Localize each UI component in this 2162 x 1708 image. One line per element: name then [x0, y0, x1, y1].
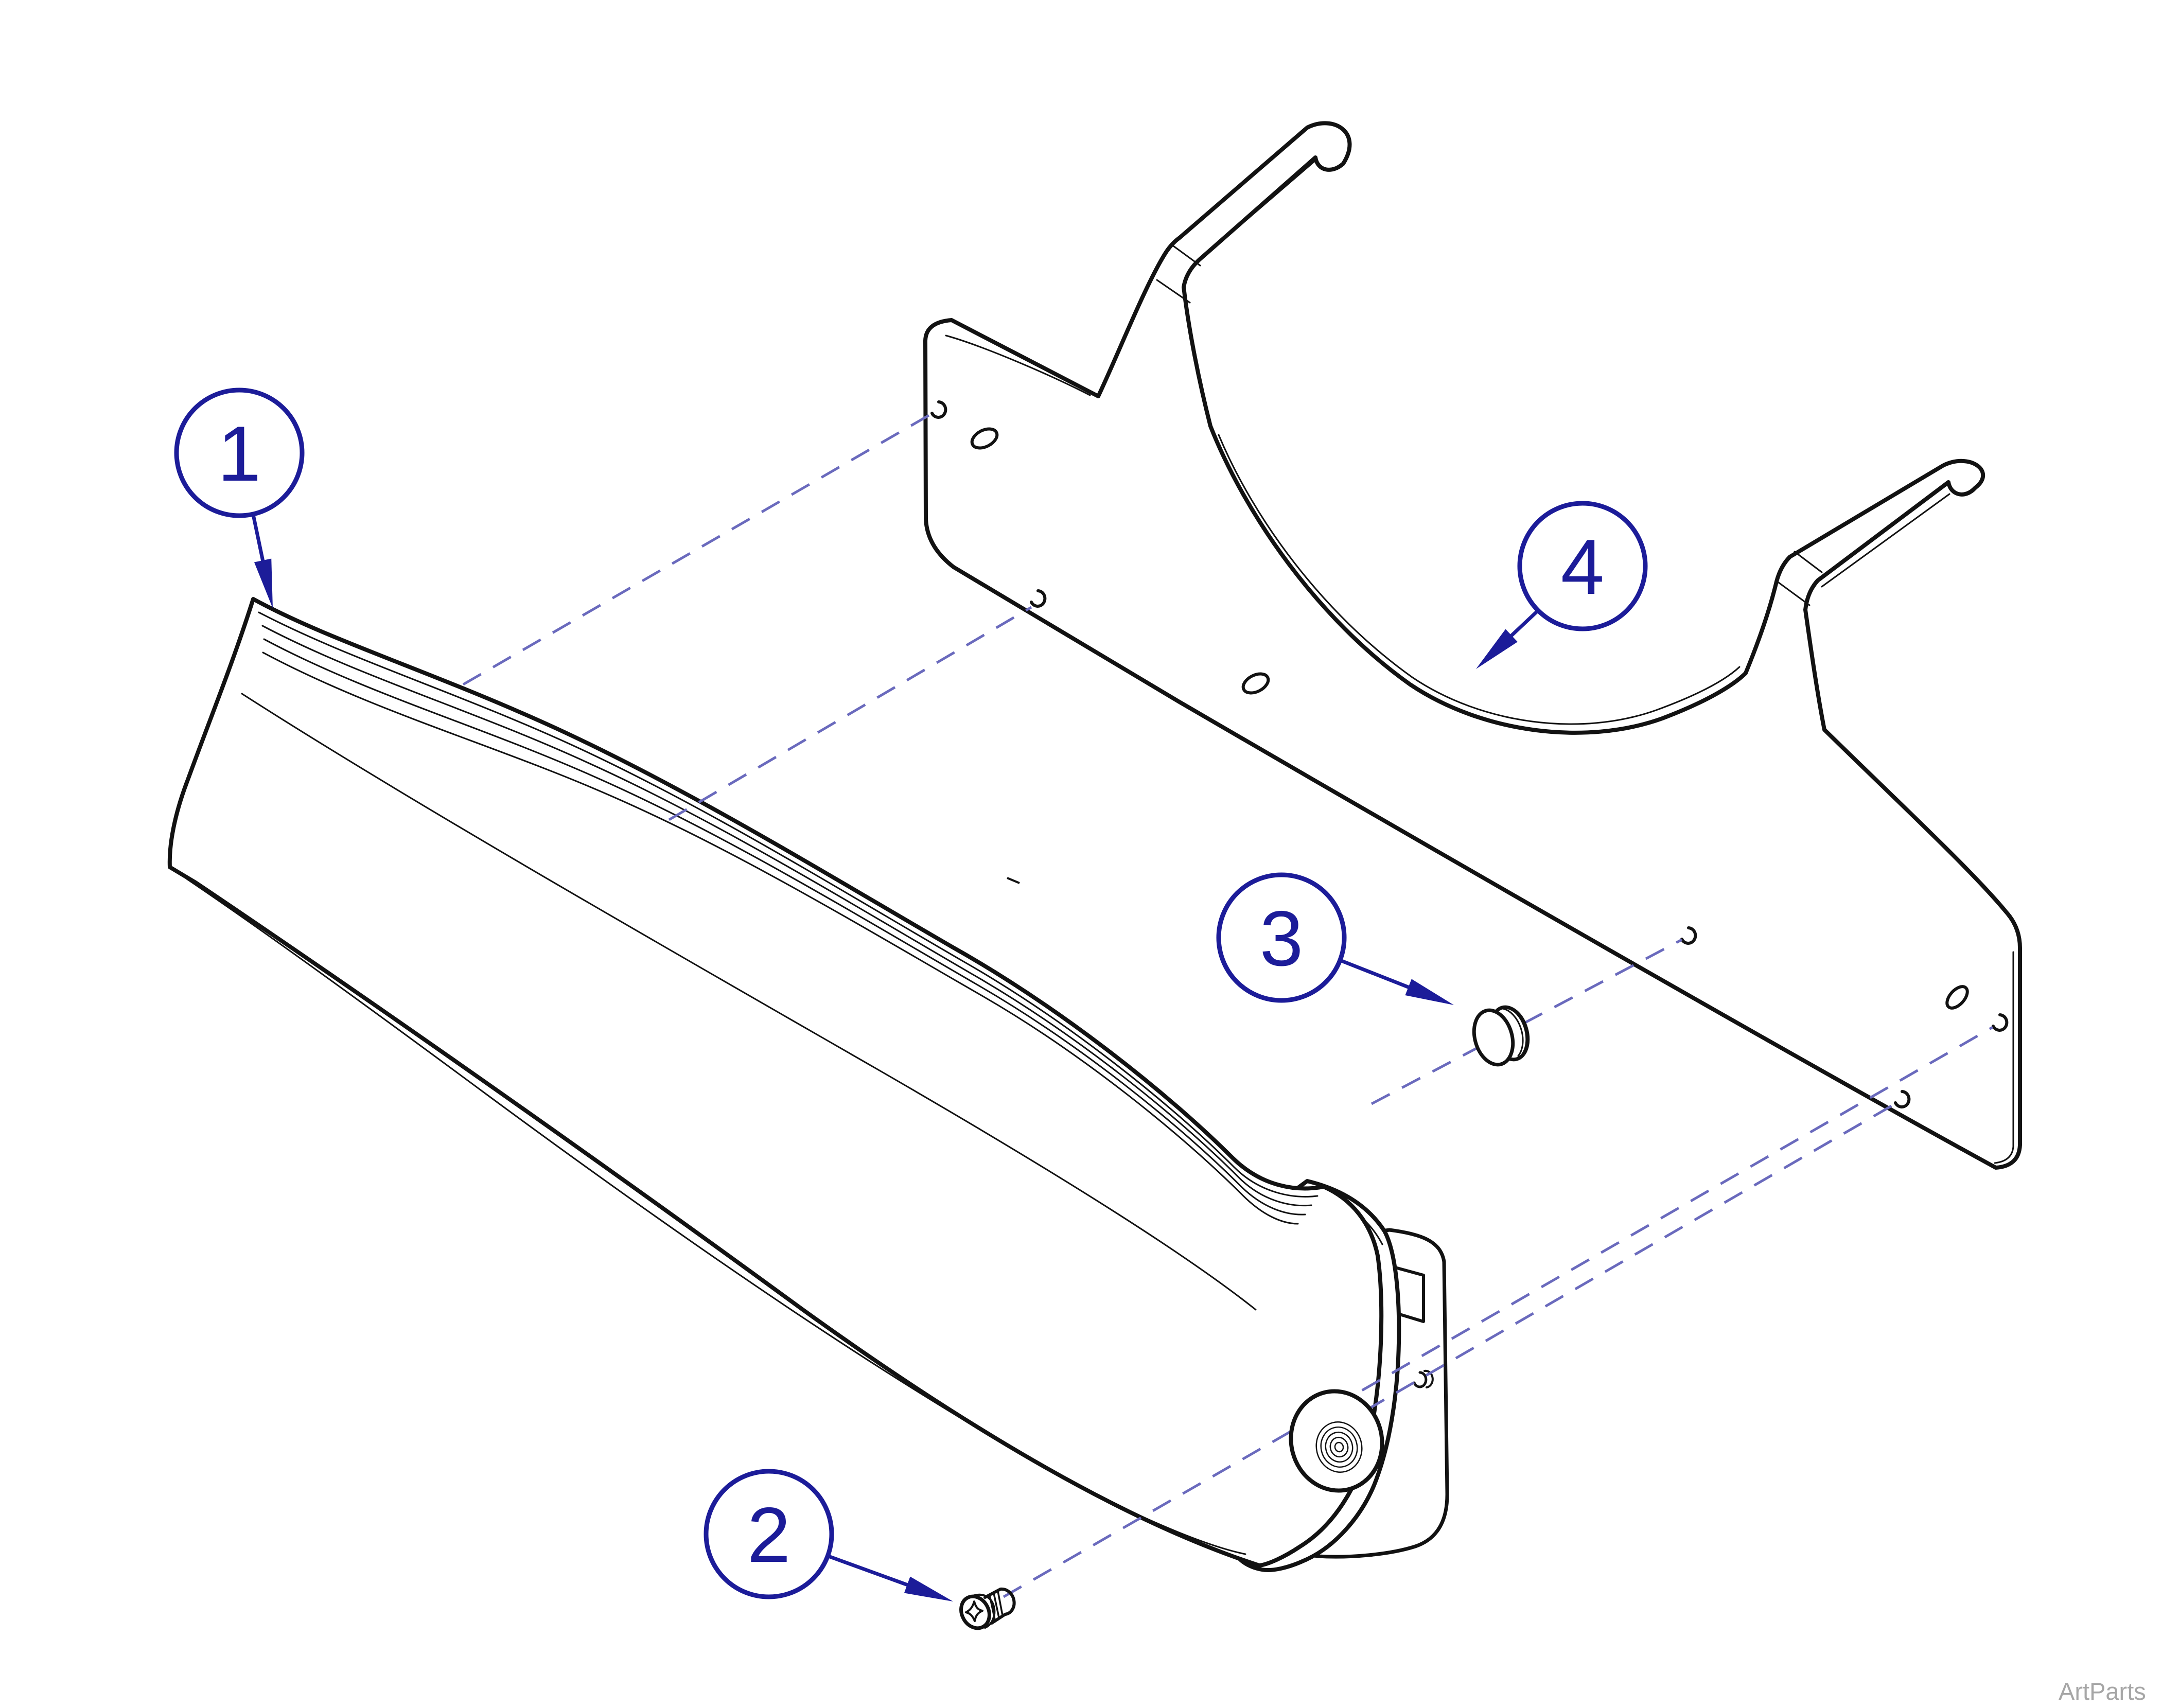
- boss-thread-ring-5: [1334, 1441, 1344, 1453]
- callout-3: 3: [1216, 872, 1454, 1005]
- boss-thread-ring-1: [1315, 1421, 1363, 1473]
- plug-rim-line-1: [1506, 1007, 1527, 1055]
- callout-1-arrowhead-icon: [254, 558, 273, 608]
- axis-lower-left: [668, 606, 1032, 821]
- axis-plug: [1370, 938, 1683, 1105]
- bracket-hole-lower-left: [1030, 589, 1047, 608]
- right-hook-bend-tick-1: [1794, 551, 1823, 573]
- callout-3-balloon: [1216, 872, 1347, 1003]
- left-hook-bend-tick-2: [1156, 279, 1191, 304]
- screw-shank-tip: [999, 1587, 1016, 1616]
- alignment-axes: [462, 412, 1994, 1598]
- pad-contour-line-1: [258, 611, 1319, 1198]
- callout-2: 2: [704, 1469, 953, 1601]
- axis-upper-left: [462, 412, 934, 686]
- boss-thread-ring-2: [1320, 1426, 1358, 1468]
- left-hook-fold-line: [1189, 160, 1316, 270]
- callout-3-leader-line: [1339, 958, 1421, 994]
- bracket-hole-upper-left: [930, 400, 947, 419]
- callout-4-arrowhead-icon: [1476, 629, 1518, 669]
- right-hook-bend-tick-2: [1778, 582, 1811, 606]
- callout-2-leader-line: [826, 1554, 920, 1591]
- callout-layer: 1 2 3 4: [174, 388, 1648, 1601]
- plug: [1472, 1005, 1530, 1067]
- bracket-slot-upper-left: [970, 427, 999, 450]
- bracket-outline: [923, 121, 2022, 1170]
- callout-4-balloon: [1517, 501, 1648, 631]
- bracket-slot-middle: [1241, 672, 1270, 695]
- screw: [959, 1587, 1016, 1630]
- callout-2-arrowhead-icon: [904, 1576, 953, 1601]
- pad-contour-line-3: [263, 638, 1306, 1216]
- armrest-pad: [167, 597, 1384, 1568]
- callout-2-number: 2: [747, 1491, 791, 1579]
- pad-seam-line: [241, 693, 1257, 1311]
- watermark-text: ArtParts: [2059, 1678, 2146, 1705]
- cap-screw-hole-rim: [1423, 1369, 1434, 1388]
- mounting-bracket: [923, 121, 2022, 1170]
- hidden-edge-tick: [1007, 877, 1020, 884]
- plug-rim-line-2: [1502, 1008, 1524, 1057]
- bracket-slot-right: [1945, 985, 1969, 1010]
- right-hook-fold-line: [1821, 493, 1950, 588]
- axis-screw: [1003, 1026, 1994, 1598]
- callout-3-arrowhead-icon: [1405, 979, 1454, 1005]
- bracket-cutout-thickness-line: [1218, 434, 1741, 725]
- pad-underfold-line: [186, 878, 1246, 1555]
- screw-head-rim: [971, 1593, 996, 1629]
- left-hook-bend-tick-1: [1172, 245, 1201, 267]
- callout-1-number: 1: [218, 410, 261, 498]
- boss-thread-ring-4: [1329, 1436, 1349, 1458]
- pad-contour-line-2: [261, 625, 1312, 1207]
- screw-phillips-cross: [965, 1600, 983, 1622]
- screw-thread-3: [997, 1590, 1004, 1616]
- cap-screw-hole: [1413, 1371, 1428, 1388]
- screw-head: [959, 1594, 991, 1630]
- bracket-top-edge-thickness-line: [945, 334, 1091, 396]
- bracket-hole-plug: [1680, 926, 1697, 945]
- callout-1-balloon: [174, 388, 305, 518]
- callout-4-number: 4: [1561, 523, 1605, 611]
- callout-3-number: 3: [1260, 895, 1304, 982]
- callout-4: 4: [1476, 501, 1648, 669]
- bracket-right-edge-thickness-line: [1994, 951, 2014, 1164]
- callout-2-balloon: [704, 1469, 834, 1599]
- boss-thread-ring-3: [1325, 1431, 1354, 1463]
- bracket-hole-boss: [1894, 1090, 1911, 1108]
- callout-1: 1: [174, 388, 305, 608]
- armrest-boss: [1289, 1389, 1384, 1493]
- screw-thread-2: [993, 1592, 1000, 1618]
- pad-contour-line-4: [262, 651, 1299, 1225]
- bracket-hole-screw: [1992, 1013, 2009, 1032]
- plug-face: [1472, 1008, 1515, 1067]
- boss-base: [1289, 1389, 1384, 1493]
